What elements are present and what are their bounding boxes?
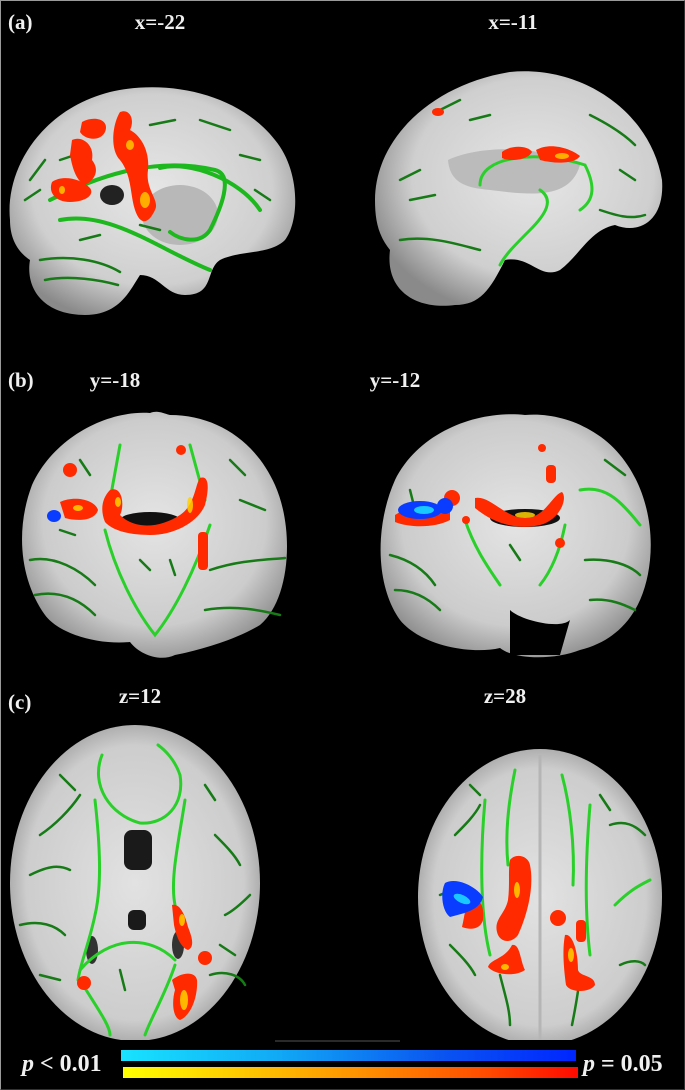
- slice-label-z-12: z=12: [118, 684, 162, 708]
- divider-line: [275, 1040, 400, 1042]
- coronal-slice-y-12: [340, 410, 685, 680]
- right-threshold-text: = 0.05: [595, 1051, 663, 1077]
- colorbar-decrease: [121, 1050, 576, 1061]
- slice-label-z-28: z=28: [483, 684, 527, 708]
- colorbar-increase: [123, 1067, 578, 1078]
- p-symbol-left: p: [22, 1051, 34, 1077]
- panel-label-c: (c): [8, 690, 32, 714]
- axial-slice-z-12: [0, 715, 340, 1040]
- slice-label-y-18: y=-18: [89, 368, 141, 392]
- left-threshold-text: < 0.01: [34, 1051, 102, 1077]
- slice-label-y-12: y=-12: [369, 368, 421, 392]
- panel-label-b: (b): [8, 368, 34, 392]
- slice-label-x-11: x=-11: [488, 10, 538, 34]
- slice-label-x-22: x=-22: [134, 10, 186, 34]
- sagittal-slice-x-22: [0, 60, 340, 360]
- panel-label-a: (a): [8, 10, 33, 34]
- colorbar-right-label: p = 0.05: [583, 1051, 663, 1078]
- colorbar-left-label: p < 0.01: [22, 1051, 102, 1078]
- axial-slice-z-28: [340, 715, 685, 1040]
- coronal-slice-y-18: [0, 410, 340, 680]
- sagittal-slice-x-11: [340, 60, 685, 360]
- p-symbol-right: p: [583, 1051, 595, 1077]
